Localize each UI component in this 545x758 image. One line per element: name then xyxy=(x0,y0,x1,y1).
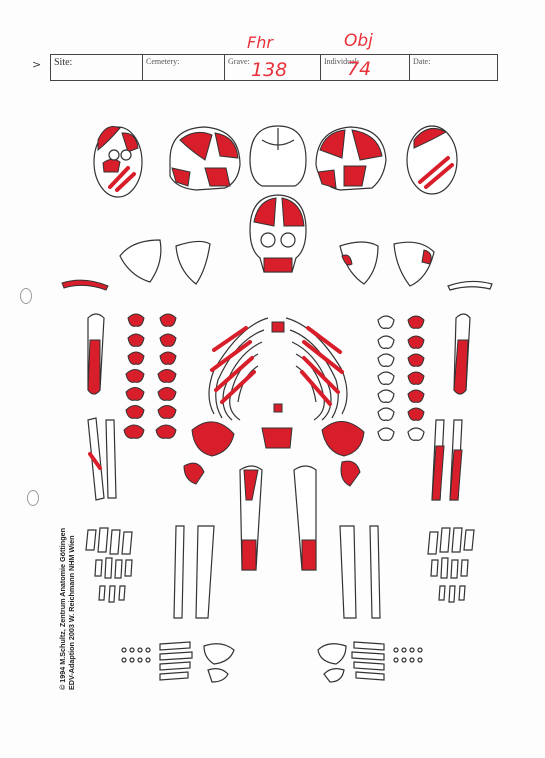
skull-lateral-right xyxy=(316,127,386,190)
rib-cage xyxy=(209,318,347,420)
lower-legs xyxy=(174,526,380,618)
hands xyxy=(86,528,474,602)
copyright-credits: © 1994 M.Schultz, Zentrum Anatomie Götti… xyxy=(58,528,76,690)
skull-inferior-view xyxy=(94,127,142,198)
skull-superior-view xyxy=(407,126,457,194)
skull-posterior-view xyxy=(250,126,306,186)
skull-lateral-left xyxy=(170,127,240,190)
pelvis xyxy=(184,421,364,486)
credits-line-1: © 1994 M.Schultz, Zentrum Anatomie Götti… xyxy=(58,528,67,690)
vertebrae-right xyxy=(378,316,424,440)
skull-anterior-view xyxy=(250,195,306,272)
feet xyxy=(122,642,422,682)
vertebrae-left xyxy=(124,314,176,438)
credits-line-2: EDV-Adaption 2003 W. Reichmann NHM Wien xyxy=(67,528,76,690)
femora xyxy=(240,466,316,570)
